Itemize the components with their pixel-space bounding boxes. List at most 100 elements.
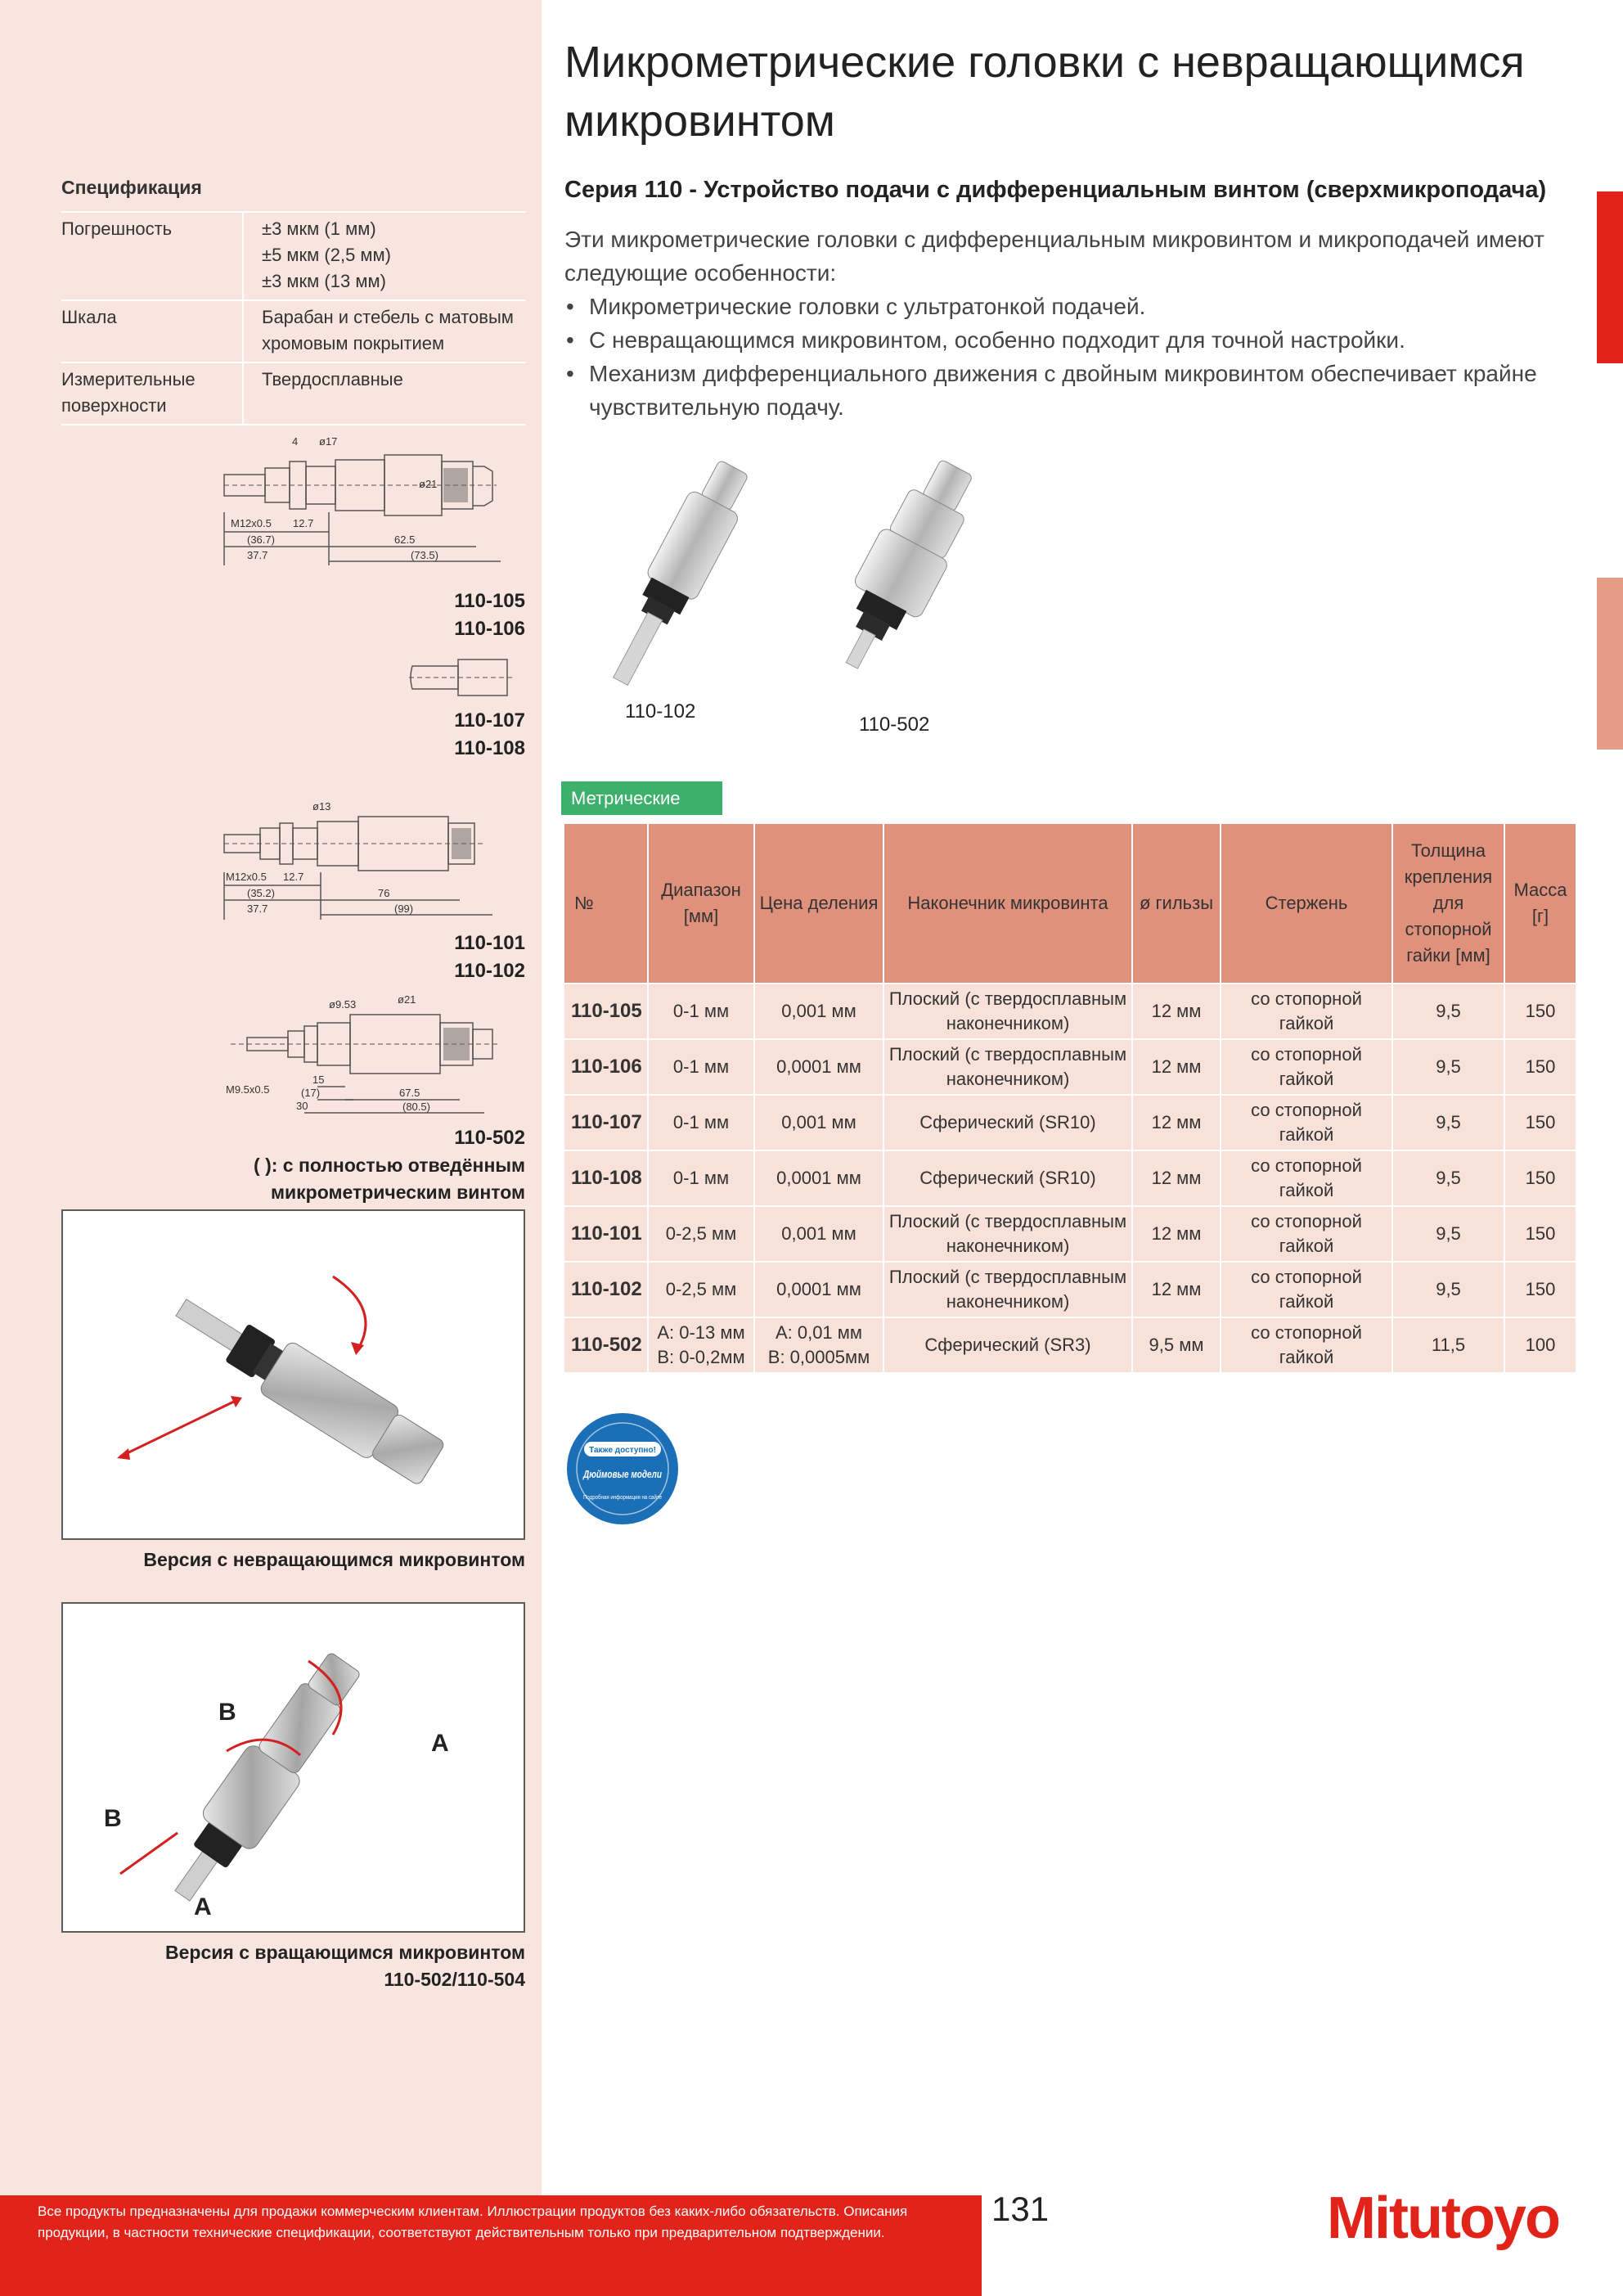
table-cell: 110-107 xyxy=(563,1094,649,1151)
inch-models-badge[interactable]: Также доступно! Дюймовые модели Подробна… xyxy=(563,1409,682,1528)
table-cell: 0-1 мм xyxy=(647,1038,755,1096)
table-cell: 9,5 мм xyxy=(1131,1317,1221,1374)
caption-rotating: Версия с вращающимся микровинтом 110-502… xyxy=(165,1942,525,1990)
spec-row: Погрешность±3 мкм (1 мм) ±5 мкм (2,5 мм)… xyxy=(61,211,526,300)
table-cell: со стопорной гайкой xyxy=(1220,1094,1393,1151)
table-cell: 9,5 xyxy=(1391,1205,1505,1263)
table-cell: 0-1 мм xyxy=(647,1094,755,1151)
table-cell: со стопорной гайкой xyxy=(1220,1150,1393,1207)
table-cell: 110-106 xyxy=(563,1038,649,1096)
table-cell: 100 xyxy=(1504,1317,1577,1374)
feature-item: С невращающимся микровинтом, особенно по… xyxy=(564,323,1579,357)
spec-key: Погрешность xyxy=(61,211,243,300)
dim-dia-21: ø21 xyxy=(419,478,437,490)
drawing-110-105: M12x0.5 (36.7) 12.7 37.7 62.5 (73.5) ø17… xyxy=(223,435,501,565)
table-cell: 150 xyxy=(1504,1150,1577,1207)
dim-length-a: (36.7) xyxy=(247,533,275,546)
table-cell: 150 xyxy=(1504,983,1577,1040)
product-photo-110-102 xyxy=(613,461,748,687)
label-b-upper: B xyxy=(218,1699,236,1726)
table-cell: 9,5 xyxy=(1391,1261,1505,1318)
product-caption-2: 110-502 xyxy=(859,714,930,736)
table-cell: со стопорной гайкой xyxy=(1220,1317,1393,1374)
table-header-row: № Диапазон [мм] Цена деления Наконечник … xyxy=(563,822,1577,984)
table-cell: со стопорной гайкой xyxy=(1220,1205,1393,1263)
drawing-note: ( ): с полностью отведённым микрометриче… xyxy=(254,1155,525,1203)
table-cell: 0,0001 мм xyxy=(753,1261,884,1318)
dim-thread-3: M9.5x0.5 xyxy=(226,1083,269,1096)
table-cell: 0,0001 мм xyxy=(753,1150,884,1207)
drawing-110-107 xyxy=(409,659,515,696)
drawing-label-3: 110-101 110-102 xyxy=(454,932,525,982)
spec-value: ±3 мкм (1 мм) ±5 мкм (2,5 мм) ±3 мкм (13… xyxy=(242,211,526,300)
spec-key: Шкала xyxy=(61,299,243,362)
feature-item: Микрометрические головки с ультратонкой … xyxy=(564,290,1579,323)
badge-main-text: Дюймовые модели xyxy=(582,1468,662,1480)
drawing-110-502: M9.5x0.5 15 (17) 30 67.5 (80.5) ø9.53 ø2… xyxy=(226,993,501,1114)
dim-4: 4 xyxy=(292,435,298,448)
table-cell: 9,5 xyxy=(1391,983,1505,1040)
footer-bar xyxy=(0,2195,982,2296)
footer-disclaimer: Все продукты предназначены для продажи к… xyxy=(38,2204,908,2240)
label-a-upper: A xyxy=(431,1730,449,1757)
dim-length-f: (35.2) xyxy=(247,887,275,899)
table-cell: 12 мм xyxy=(1131,983,1221,1040)
drawing-label-4: 110-502 xyxy=(454,1127,525,1149)
dim-dia-9-53: ø9.53 xyxy=(329,998,356,1011)
table-cell: Плоский (с твердосплавным наконечником) xyxy=(883,983,1133,1040)
series-title: Серия 110 - Устройство подачи с дифферен… xyxy=(564,177,1547,203)
product-caption-1: 110-102 xyxy=(625,700,696,723)
spec-data-table: № Диапазон [мм] Цена деления Наконечник … xyxy=(563,822,1577,1374)
dim-15: 15 xyxy=(312,1074,324,1086)
table-cell: 0-2,5 мм xyxy=(647,1205,755,1263)
table-cell: 110-108 xyxy=(563,1150,649,1207)
table-cell: 0-2,5 мм xyxy=(647,1261,755,1318)
dim-length-d: 62.5 xyxy=(394,533,415,546)
table-cell: 0-1 мм xyxy=(647,983,755,1040)
spec-table: Погрешность±3 мкм (1 мм) ±5 мкм (2,5 мм)… xyxy=(61,211,526,425)
photo-non-rotating xyxy=(61,1209,525,1540)
col-header-range: Диапазон [мм] xyxy=(647,822,755,984)
table-cell: со стопорной гайкой xyxy=(1220,983,1393,1040)
spec-key: Измерительные поверхности xyxy=(61,362,243,425)
page-number: 131 xyxy=(991,2190,1050,2228)
table-cell: 12 мм xyxy=(1131,1150,1221,1207)
dim-length-e: (73.5) xyxy=(411,549,438,561)
spec-value: Барабан и стебель с матовым хромовым пок… xyxy=(242,299,526,362)
dim-67-5: 67.5 xyxy=(399,1087,420,1099)
table-cell: 11,5 xyxy=(1391,1317,1505,1374)
page-title: Микрометрические головки с невращающимся… xyxy=(564,38,1525,146)
col-header-clamp: Толщина крепления для стопорной гайки [м… xyxy=(1391,822,1505,984)
badge-bottom-text: Подробная информация на сайте xyxy=(583,1494,662,1501)
brand-logo: Mitutoyo xyxy=(1327,2186,1561,2251)
series-intro: Эти микрометрические головки с дифференц… xyxy=(564,227,1544,286)
section-tab-pink xyxy=(1597,578,1623,750)
badge-top-text: Также доступно! xyxy=(589,1446,656,1455)
feature-item: Механизм дифференциального движения с дв… xyxy=(564,357,1579,424)
table-cell: 0,001 мм xyxy=(753,1205,884,1263)
table-cell: 9,5 xyxy=(1391,1094,1505,1151)
dim-dia-13: ø13 xyxy=(312,800,330,813)
feature-list: Микрометрические головки с ультратонкой … xyxy=(564,290,1579,424)
table-cell: Плоский (с твердосплавным наконечником) xyxy=(883,1038,1133,1096)
col-header-sleeve: ø гильзы xyxy=(1131,822,1221,984)
table-cell: со стопорной гайкой xyxy=(1220,1261,1393,1318)
dim-thread-2: M12x0.5 xyxy=(226,871,267,883)
dim-length-h: 37.7 xyxy=(247,903,268,915)
table-cell: 150 xyxy=(1504,1094,1577,1151)
label-b-lower: B xyxy=(104,1805,122,1832)
drawing-label-1: 110-105 110-106 xyxy=(454,590,525,640)
table-cell: Плоский (с твердосплавным наконечником) xyxy=(883,1261,1133,1318)
table-cell: Плоский (с твердосплавным наконечником) xyxy=(883,1205,1133,1263)
table-cell: 9,5 xyxy=(1391,1150,1505,1207)
metric-tag: Метрические xyxy=(561,781,722,815)
col-header-mass: Масса [г] xyxy=(1504,822,1577,984)
dim-30: 30 xyxy=(296,1100,308,1112)
